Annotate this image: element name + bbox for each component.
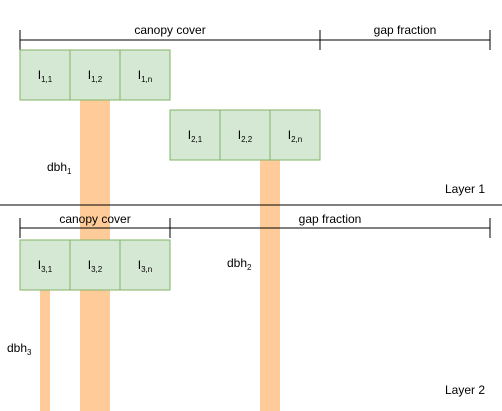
layer1-bracket — [19, 30, 491, 50]
cell-2-2-label: I2,2 — [238, 128, 253, 144]
cell-1-2-label: I1,2 — [88, 68, 103, 84]
layer2-gap-label: gap fraction — [299, 212, 362, 226]
trunk-2 — [260, 160, 280, 411]
layer1-canopy-label: canopy cover — [134, 23, 205, 37]
layer1-label: Layer 1 — [445, 182, 485, 196]
cell-2-n — [269, 109, 321, 161]
dbh3-label: dbh3 — [7, 341, 32, 357]
cell-1-n — [119, 49, 171, 101]
layer1-gap-label: gap fraction — [374, 23, 437, 37]
cell-1-1 — [19, 49, 71, 101]
cell-2-1-label: I2,1 — [188, 128, 203, 144]
cell-2-n-label: I2,n — [288, 128, 302, 144]
cell-3-2-label: I3,2 — [88, 258, 103, 274]
layer2-label: Layer 2 — [445, 383, 485, 397]
trunk-3 — [40, 290, 50, 411]
cell-3-n-label: I3,n — [138, 258, 152, 274]
row1-cells — [19, 49, 171, 101]
cell-3-1-label: I3,1 — [38, 258, 53, 274]
row2-cells — [169, 109, 321, 161]
cell-3-n — [119, 239, 171, 291]
cell-1-n-label: I1,n — [138, 68, 152, 84]
cell-1-2 — [69, 49, 121, 101]
layer2-bracket — [19, 218, 491, 238]
dbh2-label: dbh2 — [227, 256, 252, 272]
cell-3-1 — [19, 239, 71, 291]
cell-1-1-label: I1,1 — [38, 68, 53, 84]
row3-cells — [19, 239, 171, 291]
dbh1-label: dbh1 — [47, 160, 72, 176]
layer2-canopy-label: canopy cover — [59, 212, 130, 226]
cell-3-2 — [69, 239, 121, 291]
